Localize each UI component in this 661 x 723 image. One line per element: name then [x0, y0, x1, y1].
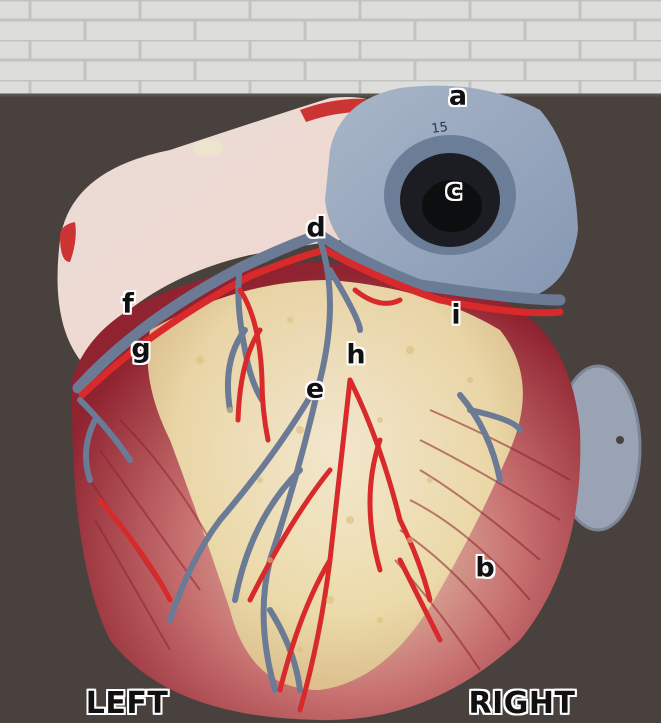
stand-pin: [616, 436, 624, 444]
label-h: h: [346, 339, 366, 371]
label-e: e: [305, 373, 325, 405]
vessel-marking: 15: [430, 120, 448, 137]
label-right-side: RIGHT: [468, 686, 576, 721]
coronary-arteries: [97, 287, 443, 713]
atrium-red-rim: [60, 222, 76, 262]
brick-wall: [0, 0, 661, 110]
label-c: c: [445, 174, 463, 206]
model-clip: [192, 140, 224, 156]
fat-texture: [196, 317, 473, 653]
coronary-sinus-vein: [72, 229, 566, 394]
label-f: f: [122, 288, 134, 320]
label-left-side: LEFT: [85, 686, 169, 721]
label-d: d: [306, 212, 326, 244]
label-i: i: [451, 299, 461, 331]
aorta-lumen-inner: [422, 180, 482, 232]
label-g: g: [131, 333, 151, 365]
label-a: a: [448, 80, 468, 112]
label-b: b: [475, 552, 495, 584]
